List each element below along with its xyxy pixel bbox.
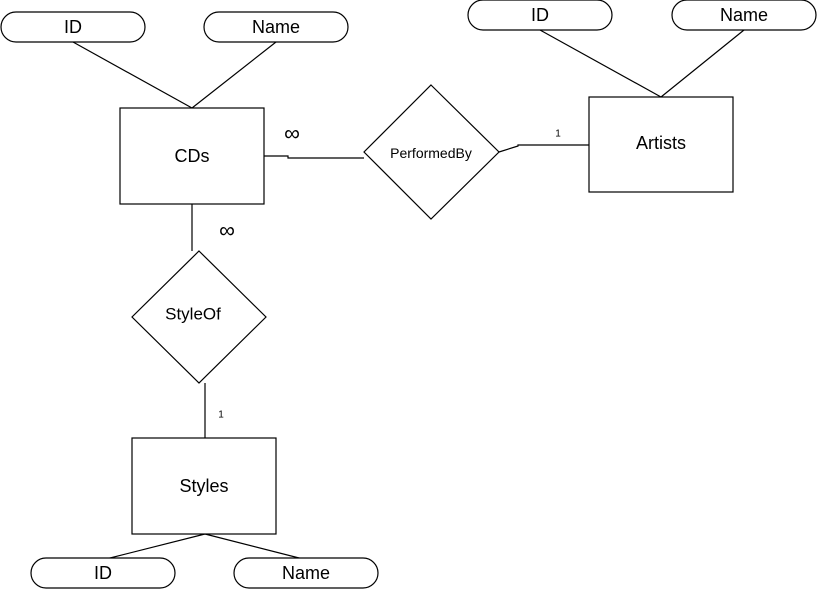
cardinality-performedby-artists: 1 [555,129,561,140]
relationship-performedby[interactable]: PerformedBy [363,84,500,220]
entity-artists-label: Artists [636,133,686,153]
attribute-artists-id[interactable]: ID [467,0,613,31]
connector-styles-id [101,533,206,561]
entity-artists[interactable]: Artists [588,96,734,193]
attribute-styles-name-label: Name [282,563,330,583]
connector-cds-id [72,41,193,109]
relationship-styleof[interactable]: StyleOf [131,250,267,384]
connector-performedby-artists [498,144,589,153]
entity-cds-label: CDs [175,146,210,166]
attribute-artists-id-label: ID [531,5,549,25]
connector-artists-name [660,29,745,98]
cardinality-styleof-styles: 1 [218,410,224,421]
attribute-styles-id-label: ID [94,563,112,583]
connector-cds-name [191,41,277,109]
attribute-styles-id[interactable]: ID [30,557,176,589]
connector-artists-id [539,29,662,98]
attribute-artists-name-label: Name [720,5,768,25]
relationship-performedby-label: PerformedBy [390,145,472,161]
connectors [72,29,745,561]
connector-cds-performedby [264,155,364,159]
attribute-styles-name[interactable]: Name [233,557,379,589]
entity-styles-label: Styles [179,476,228,496]
entity-cds[interactable]: CDs [119,107,265,205]
attribute-artists-name[interactable]: Name [671,0,817,31]
entity-styles[interactable]: Styles [131,437,277,535]
attribute-cds-name[interactable]: Name [203,11,349,43]
connector-styles-name [204,533,308,561]
cardinality-cds-performedby: ∞ [284,121,300,146]
cardinality-cds-styleof: ∞ [219,218,235,243]
attribute-cds-id[interactable]: ID [0,11,146,43]
relationship-styleof-label: StyleOf [165,305,221,324]
attribute-cds-id-label: ID [64,17,82,37]
attribute-cds-name-label: Name [252,17,300,37]
